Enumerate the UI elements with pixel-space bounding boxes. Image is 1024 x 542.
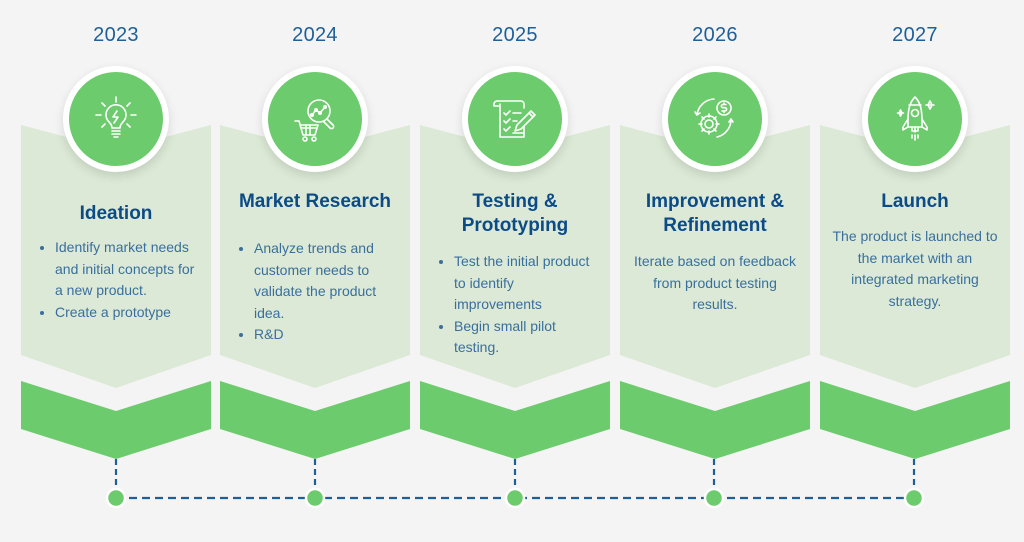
stage-icon-badge: [662, 66, 768, 172]
stage-description: The product is launched to the market wi…: [832, 228, 998, 309]
lightbulb-icon: [95, 96, 137, 138]
stage-icon-badge: [63, 66, 169, 172]
timeline-dot: [504, 487, 526, 509]
stage-year: 2027: [892, 24, 938, 46]
stage-year: 2025: [492, 24, 538, 46]
stage-market-research: 2024 Market Research Analyze trends and …: [220, 0, 410, 542]
stage-bullet: Identify market needs and initial concep…: [55, 237, 203, 302]
stage-bullet: Begin small pilot testing.: [454, 316, 602, 359]
stage-bullet: Analyze trends and customer needs to val…: [254, 238, 402, 324]
stage-card-shape: [220, 125, 410, 509]
stage-bullet: Create a prototype: [55, 302, 203, 324]
stage-description: Test the initial product to identify imp…: [432, 251, 602, 359]
timeline-dot: [304, 487, 326, 509]
stage-launch: 2027 Launch The product is launched to t…: [820, 0, 1010, 542]
stage-title: Testing & Prototyping: [461, 191, 569, 236]
stage-bullet: Test the initial product to identify imp…: [454, 251, 602, 316]
stage-title: Market Research: [238, 191, 392, 212]
stage-description: Analyze trends and customer needs to val…: [232, 238, 402, 346]
stage-year: 2024: [292, 24, 338, 46]
rocket-icon: [896, 96, 935, 141]
stage-icon-badge: [462, 66, 568, 172]
timeline-dot: [903, 487, 925, 509]
checklist-pencil-icon: [493, 100, 536, 138]
stage-description: Iterate based on feedback from product t…: [634, 253, 796, 312]
stage-ideation: 2023 Ideation Identify market needs and …: [21, 0, 211, 542]
stage-title: Improvement & Refinement: [645, 191, 785, 236]
stage-bullet: R&D: [254, 324, 402, 346]
stage-description: Identify market needs and initial concep…: [33, 237, 203, 323]
stage-improvement-refinement: 2026 Improvement & Refinement Iterate ba…: [620, 0, 810, 542]
stage-year: 2026: [692, 24, 738, 46]
stage-card-shape: [620, 125, 810, 509]
timeline-dot: [105, 487, 127, 509]
market-research-cart-magnifier-icon: [294, 99, 335, 142]
stage-title: Launch: [881, 191, 949, 212]
stage-testing-prototyping: 2025 Testing & Prototyping Test the init…: [420, 0, 610, 542]
timeline-dot: [703, 487, 725, 509]
stage-card-shape: [820, 125, 1010, 509]
stage-card-shape: [21, 125, 211, 509]
stage-title: Ideation: [79, 203, 153, 224]
stage-card-shape: [420, 125, 610, 509]
stage-icon-badge: [862, 66, 968, 172]
stage-year: 2023: [93, 24, 139, 46]
gear-dollar-cycle-icon: [694, 98, 734, 138]
stage-icon-badge: [262, 66, 368, 172]
